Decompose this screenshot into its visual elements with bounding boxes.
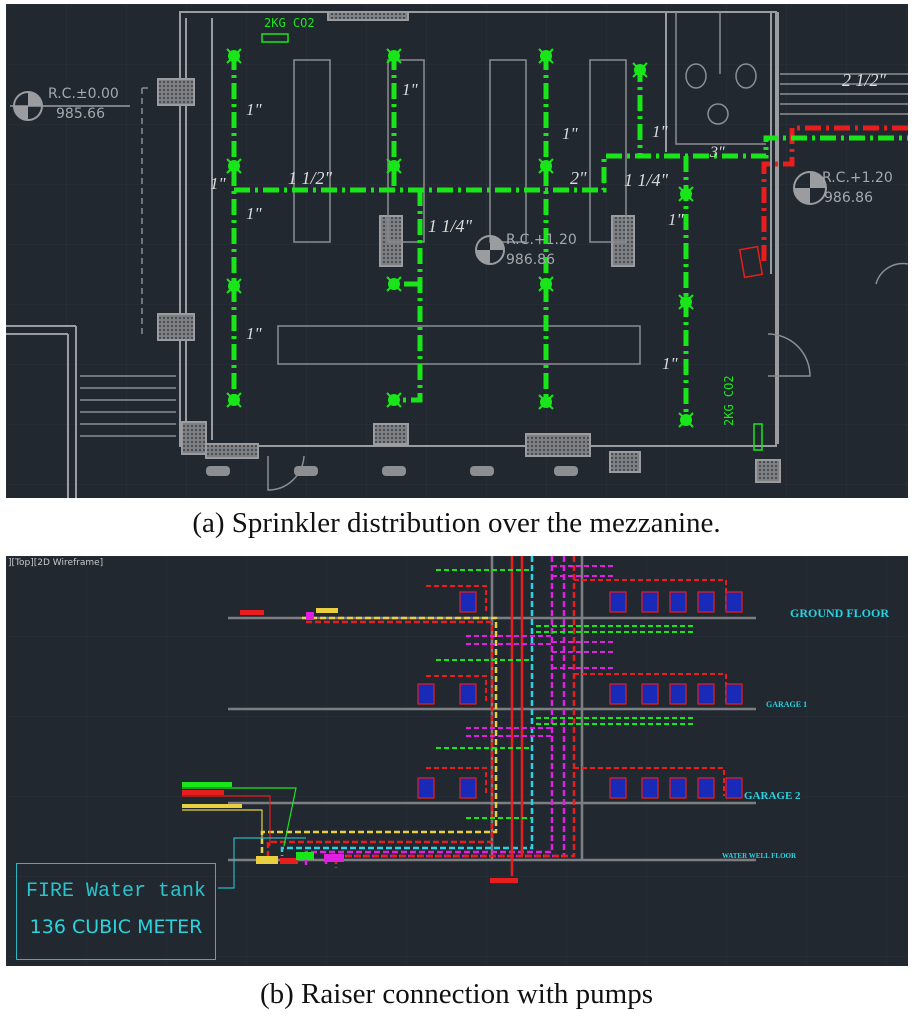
extinguisher-label-top: 2KG CO2 xyxy=(264,16,315,30)
floor-label-garage-2: GARAGE 2 xyxy=(744,790,801,802)
pipe-size-branch-2: 1" xyxy=(210,174,226,193)
level-elevation-1: 985.66 xyxy=(56,106,105,122)
level-label-1: R.C.±0.00 xyxy=(48,86,119,102)
pipe-size-branch-7: 1" xyxy=(652,122,668,141)
pipe-size-branch-right: 1 1/4" xyxy=(624,170,669,190)
pipe-size-riser: 3" xyxy=(710,144,725,161)
pipe-size-main-mid: 2" xyxy=(570,168,587,188)
pipe-size-branch-1: 1" xyxy=(246,100,262,119)
tank-capacity: 136 CUBIC METER xyxy=(29,916,203,938)
pipe-size-branch-9: 1" xyxy=(662,354,678,373)
level-label-3: R.C.+1.20 xyxy=(822,170,893,186)
riser-drawing xyxy=(6,556,908,966)
floor-label-ground: GROUND FLOOR xyxy=(790,606,889,620)
level-marker-icon xyxy=(10,91,827,265)
level-label-2: R.C.+1.20 xyxy=(506,232,577,248)
tank-title: FIRE Water tank xyxy=(25,880,207,903)
pipe-size-branch-4: 1" xyxy=(246,324,262,343)
fire-water-tank: FIRE Water tank 136 CUBIC METER xyxy=(16,863,216,960)
pipe-size-branch-center: 1 1/4" xyxy=(428,216,473,236)
pipe-size-main-left: 1 1/2" xyxy=(288,168,333,188)
pipe-size-branch-3: 1" xyxy=(246,204,262,223)
viewport-label: ][Top][2D Wireframe] xyxy=(8,558,104,568)
floor-label-water-well: WATER WELL FLOOR xyxy=(722,852,797,860)
sprinkler-floor-plan: R.C.±0.00 985.66 R.C.+1.20 986.86 R.C.+1… xyxy=(6,4,908,498)
pipe-size-branch-6: 1" xyxy=(562,124,578,143)
sprinkler-heads xyxy=(226,48,694,428)
figure-caption-b: (b) Raiser connection with pumps xyxy=(259,978,654,1010)
riser-diagram: ][Top][2D Wireframe] GROUND FLOOR GARAGE… xyxy=(6,556,908,966)
pipe-size-stair: 2 1/2" xyxy=(842,70,887,90)
floor-plan-drawing xyxy=(6,4,908,498)
level-elevation-3: 986.86 xyxy=(824,190,873,206)
pipe-size-branch-5: 1" xyxy=(402,80,418,99)
figure-caption-a: (a) Sprinkler distribution over the mezz… xyxy=(192,507,721,539)
floor-label-garage-1: GARAGE 1 xyxy=(766,700,808,709)
pipe-size-branch-8: 1" xyxy=(668,210,684,229)
hose-cabinet-icons xyxy=(417,591,743,799)
level-elevation-2: 986.86 xyxy=(506,252,555,268)
extinguisher-label-bottom: 2KG CO2 xyxy=(722,375,736,426)
